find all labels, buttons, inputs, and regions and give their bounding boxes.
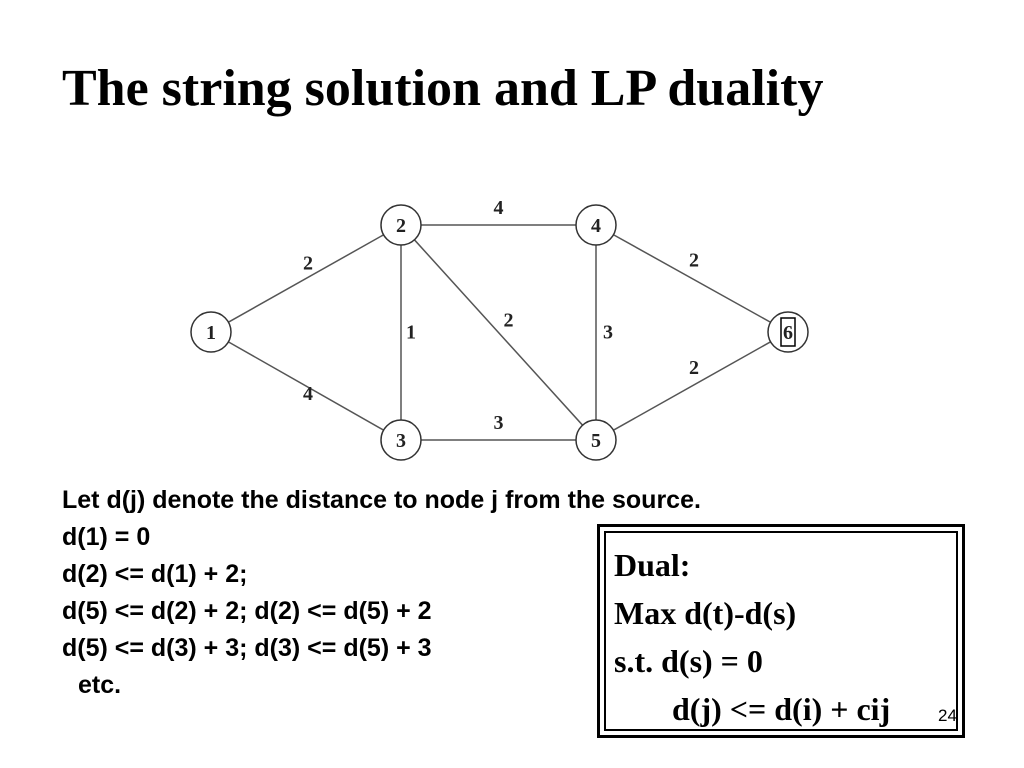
node-circle-3	[380, 419, 422, 461]
node-6: 6	[767, 311, 809, 353]
graph-nodes: 1 2 3 4 5 6	[190, 204, 809, 461]
slide-title: The string solution and LP duality	[62, 60, 824, 117]
edge-weight-1-2: 2	[303, 253, 313, 275]
dual-formulation-inner: Dual: Max d(t)-d(s) s.t. d(s) = 0 d(j) <…	[604, 531, 958, 731]
edge-1-2	[228, 234, 384, 323]
node-label-6: 6	[783, 322, 793, 344]
edge-4-6	[613, 234, 771, 323]
edge-weight-5-6: 2	[689, 357, 699, 379]
edge-weight-3-5: 3	[494, 412, 504, 434]
node-circle-2	[380, 204, 422, 246]
explanation-line-3: d(2) <= d(1) + 2;	[62, 560, 248, 588]
page-number: 24	[938, 706, 957, 725]
explanation-line-5: d(5) <= d(3) + 3; d(3) <= d(5) + 3	[62, 634, 432, 662]
node-label-4: 4	[591, 215, 601, 237]
edge-weight-1-3: 4	[303, 383, 313, 405]
node-circle-4	[575, 204, 617, 246]
node-6-highlight-box	[780, 317, 796, 347]
explanation-line-2: d(1) = 0	[62, 523, 151, 551]
distance-explanation: Let d(j) denote the distance to node j f…	[62, 482, 701, 704]
edge-1-3	[228, 341, 384, 431]
node-2: 2	[380, 204, 422, 246]
explanation-line-6: etc.	[78, 671, 122, 699]
edge-weight-2-3: 1	[406, 322, 416, 344]
node-circle-1	[190, 311, 232, 353]
node-4: 4	[575, 204, 617, 246]
dual-formulation-box: Dual: Max d(t)-d(s) s.t. d(s) = 0 d(j) <…	[597, 524, 965, 738]
node-label-3: 3	[396, 430, 406, 452]
explanation-line-1: Let d(j) denote the distance to node j f…	[62, 486, 701, 514]
node-circle-5	[575, 419, 617, 461]
node-1: 1	[190, 311, 232, 353]
graph-edges	[228, 224, 771, 441]
explanation-line-4: d(5) <= d(2) + 2; d(2) <= d(5) + 2	[62, 597, 432, 625]
node-3: 3	[380, 419, 422, 461]
edge-2-5	[413, 239, 584, 426]
dual-constraint-edges: d(j) <= d(i) + cij	[672, 691, 891, 727]
graph-edge-labels: 2 4 1 4 2 3 3 2 2	[303, 197, 699, 434]
node-label-2: 2	[396, 215, 406, 237]
node-label-1: 1	[206, 322, 216, 344]
edge-weight-2-4: 4	[494, 197, 504, 219]
edge-weight-2-5: 2	[504, 310, 514, 332]
edge-weight-4-6: 2	[689, 250, 699, 272]
node-circle-6	[767, 311, 809, 353]
dual-constraint-source: s.t. d(s) = 0	[614, 643, 763, 679]
edge-5-6	[613, 341, 771, 431]
node-5: 5	[575, 419, 617, 461]
edge-weight-4-5: 3	[603, 322, 613, 344]
dual-heading: Dual:	[614, 547, 691, 583]
dual-objective: Max d(t)-d(s)	[614, 595, 797, 631]
node-label-5: 5	[591, 430, 601, 452]
